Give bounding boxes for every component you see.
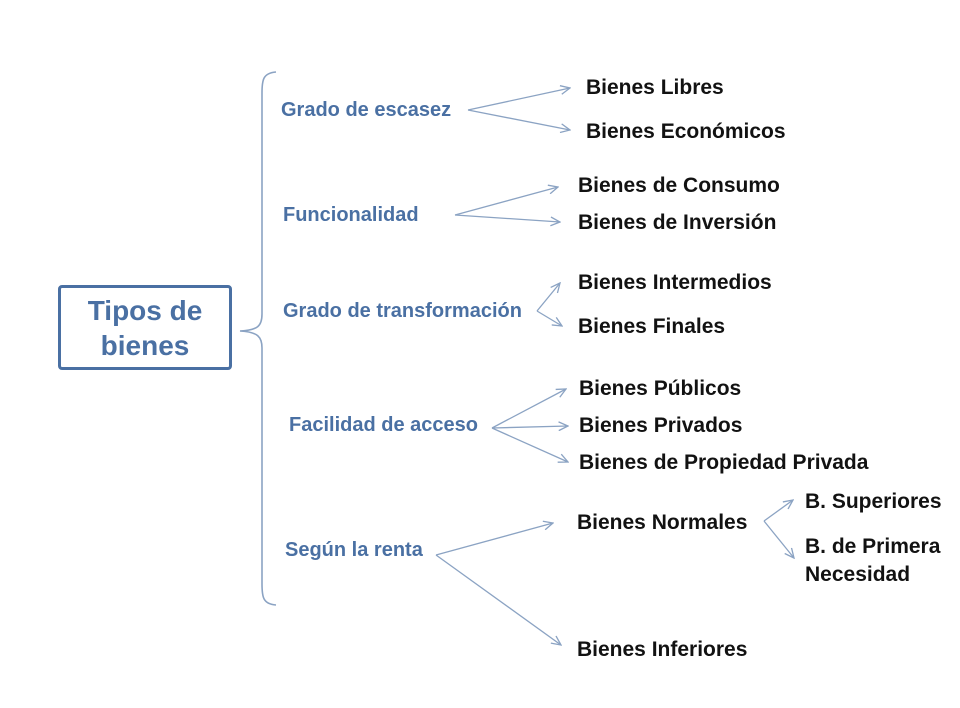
leaf-bienes-de-inversion: Bienes de Inversión [578,211,777,234]
category-grado-de-escasez: Grado de escasez [281,99,452,121]
category-facilidad-de-acceso: Facilidad de acceso [289,414,478,436]
root-node-label: Tipos de bienes [87,294,203,361]
category-funcionalidad: Funcionalidad [283,204,419,226]
arrow-funcionalidad-inversion [454,214,560,222]
leaf-bienes-finales: Bienes Finales [578,315,726,338]
leaf-bienes-de-propiedad-privada: Bienes de Propiedad Privada [579,451,869,474]
leaf-bienes-de-consumo: Bienes de Consumo [578,174,780,197]
leaf-bienes-inferiores: Bienes Inferiores [577,638,748,661]
arrow-escasez-economicos [467,109,570,130]
leaf-bienes-economicos: Bienes Económicos [586,120,786,143]
leaf-bienes-intermedios: Bienes Intermedios [578,271,772,294]
arrow-normales-superiores [763,500,793,522]
arrow-transformacion-intermedios [536,283,560,312]
leaf-b-de-primera-necesidad: B. de Primera Necesidad [805,535,941,586]
arrow-acceso-propiedad [491,427,568,462]
category-segun-la-renta: Según la renta [285,539,423,561]
arrow-acceso-privados [491,426,568,428]
leaf-bienes-libres: Bienes Libres [586,76,724,99]
arrow-acceso-publicos [491,389,566,429]
arrow-transformacion-finales [536,310,562,326]
root-brace [239,71,277,606]
leaf-bienes-privados: Bienes Privados [579,414,743,437]
arrow-escasez-libres [467,88,570,111]
arrow-normales-primera [763,520,794,558]
arrow-renta-inferiores [435,554,561,645]
root-node-tipos-de-bienes: Tipos de bienes [58,285,232,370]
arrow-funcionalidad-consumo [454,187,558,216]
arrow-renta-normales [435,523,553,556]
leaf-b-superiores: B. Superiores [805,490,942,513]
leaf-bienes-normales: Bienes Normales [577,511,748,534]
category-grado-de-transformacion: Grado de transformación [283,300,522,322]
leaf-bienes-publicos: Bienes Públicos [579,377,742,400]
